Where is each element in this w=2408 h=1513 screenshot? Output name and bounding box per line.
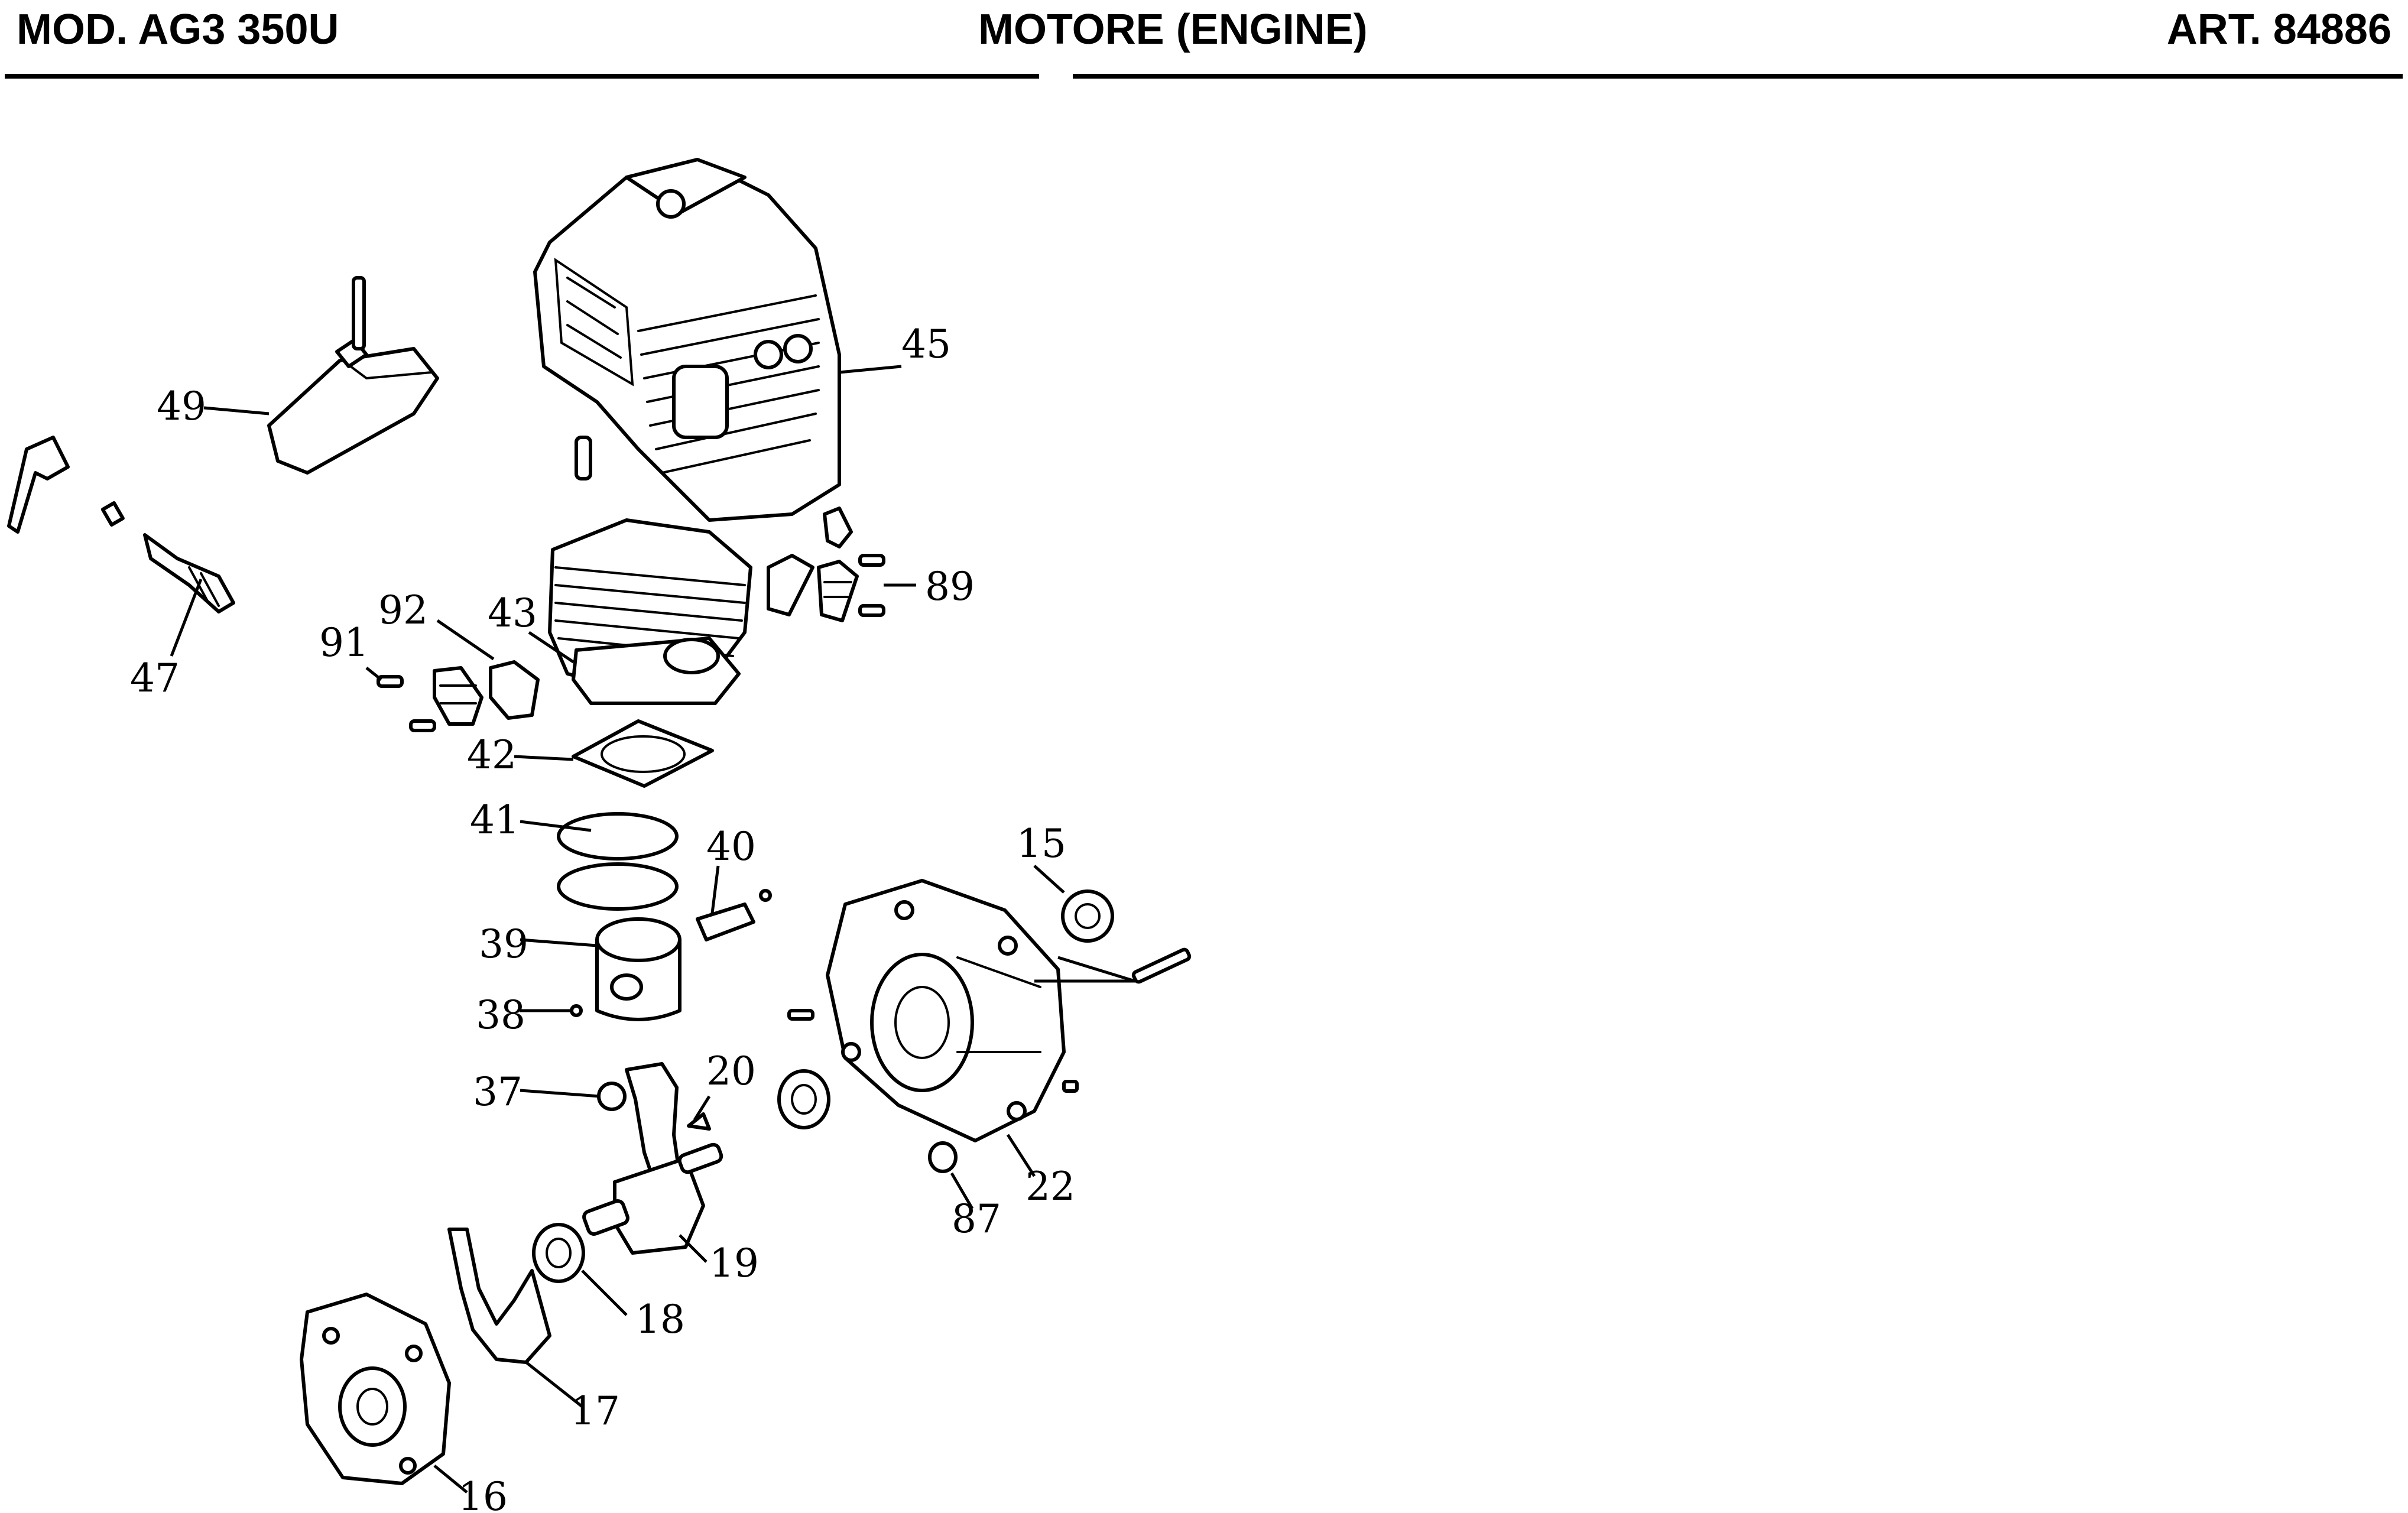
oil-seal-drawing xyxy=(1061,889,1192,984)
part-label: 22 xyxy=(1025,1164,1075,1209)
piston-pin-drawing xyxy=(696,902,755,941)
part-label: 18 xyxy=(635,1297,685,1342)
part-label: 45 xyxy=(901,322,951,367)
article-number: ART. 84886 xyxy=(2166,6,2391,53)
part-label: 43 xyxy=(488,590,537,636)
air-cover-drawing xyxy=(267,276,439,475)
page-title: MOTORE (ENGINE) xyxy=(978,6,1368,53)
part-label: 16 xyxy=(458,1474,508,1513)
part-label: 49 xyxy=(157,384,206,429)
part-label: 40 xyxy=(706,824,756,869)
crankshaft-drawing xyxy=(582,1062,723,1255)
part-label: 87 xyxy=(952,1196,1001,1242)
part-label: 38 xyxy=(476,992,525,1038)
part-label: 20 xyxy=(706,1048,756,1094)
crankcase-gasket-drawing xyxy=(447,1228,551,1364)
part-label: 92 xyxy=(378,587,428,633)
cylinder-gasket-drawing xyxy=(572,719,714,788)
piston-drawing xyxy=(595,917,681,1021)
model-code: MOD. AG3 350U xyxy=(17,6,339,53)
muffler-mount-left-drawing xyxy=(377,660,540,732)
part-label: 42 xyxy=(467,732,517,778)
bearing-drawing xyxy=(532,1069,830,1283)
muffler-mount-right-drawing xyxy=(767,507,885,622)
part-label: 91 xyxy=(319,620,369,665)
crankcase-right-drawing xyxy=(787,879,1079,1142)
part-label: 41 xyxy=(470,797,520,843)
piston-ring-upper-drawing xyxy=(557,812,679,861)
part-label: 39 xyxy=(479,921,528,967)
part-label: 17 xyxy=(570,1388,620,1434)
piston-ring-lower-drawing xyxy=(557,862,679,911)
part-label: 19 xyxy=(709,1241,759,1286)
cylinder-cover-drawing xyxy=(533,158,841,522)
part-label: 37 xyxy=(473,1069,523,1115)
header-rule-left xyxy=(5,74,1039,79)
part-label: 47 xyxy=(130,655,180,701)
part-label: 89 xyxy=(925,564,975,609)
plug-drawing xyxy=(928,1141,958,1173)
header-rule-right xyxy=(1073,74,2403,79)
part-label: 15 xyxy=(1017,821,1066,866)
cylinder-drawing xyxy=(548,518,752,705)
crankcase-left-drawing xyxy=(300,1293,451,1485)
